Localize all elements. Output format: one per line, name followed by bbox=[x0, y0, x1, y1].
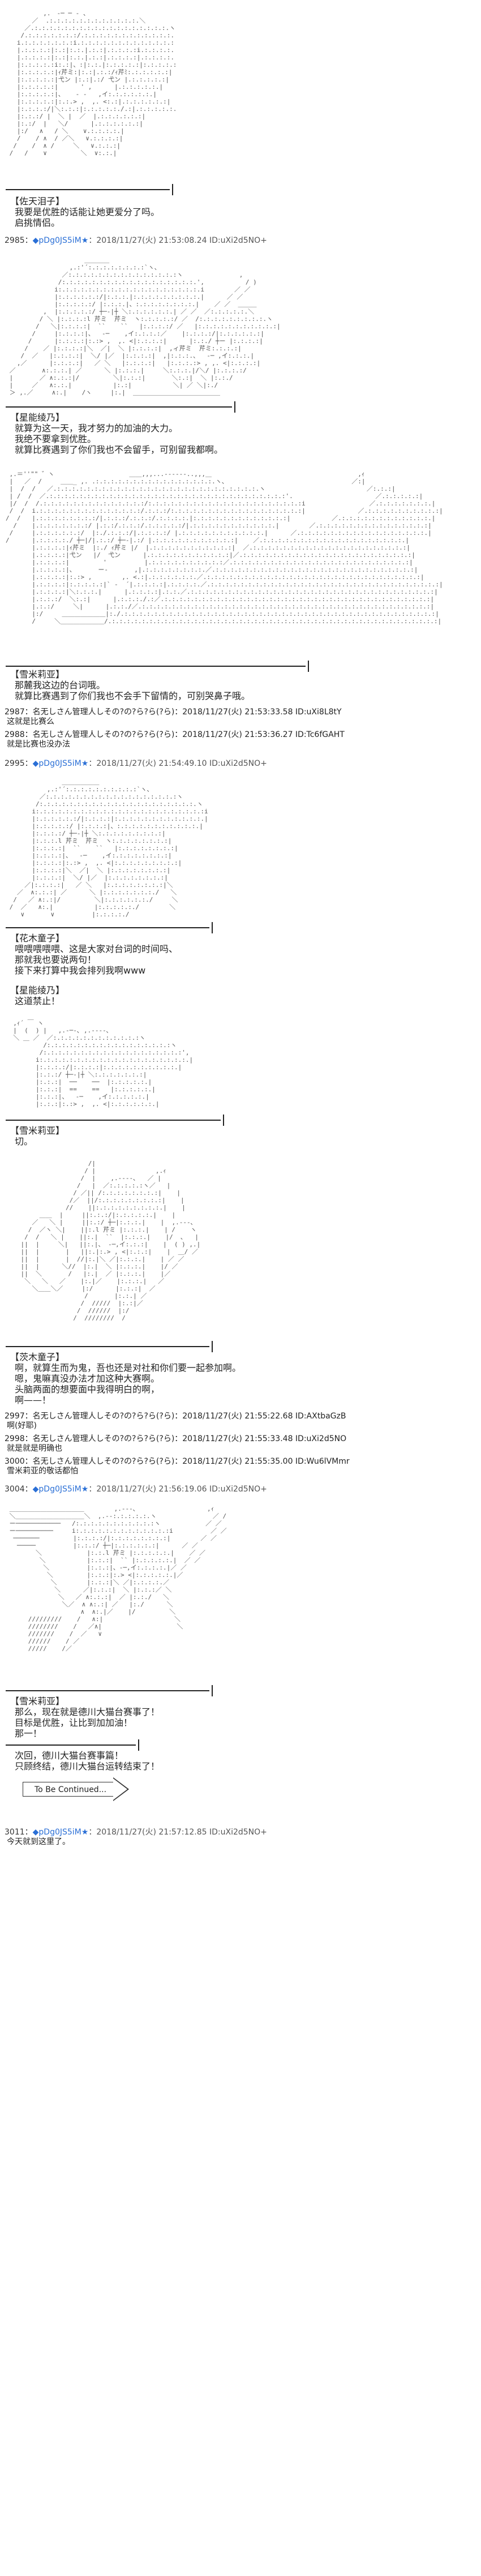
speech-block-3: 【雪米莉亚】 那麓我这边的台词哦。 就算比赛遇到了你们我也不会手下留情的，可别哭… bbox=[10, 669, 250, 701]
divider-rule-3 bbox=[6, 661, 309, 672]
divider-rule-4 bbox=[6, 922, 213, 933]
speech-line: 啊——！ bbox=[15, 1395, 51, 1405]
reply-meta[interactable]: 2987：名无しさん管理人しその?の?ら?ら(?ら)：2018/11/27(火)… bbox=[5, 708, 342, 717]
speech-block-8: 【雪米莉亚】 那么，现在就是德川大猫台赛事了！ 目标是优胜，让比到加加油！ 那一… bbox=[10, 1696, 160, 1739]
star-icon: ★ bbox=[81, 1485, 89, 1494]
speech-line: 这道禁止！ bbox=[15, 996, 61, 1006]
reply-body: 今天就到这里了。 bbox=[7, 1837, 70, 1846]
reply-meta[interactable]: 3000：名无しさん管理人しその?の?ら?ら(?ら)：2018/11/27(火)… bbox=[5, 1457, 350, 1466]
reply-body: 就是就是明确也 bbox=[7, 1444, 62, 1453]
ascii-art-5: ,ｨ´ ￣ ヽ | ( ) | ,.-─-､ ,.-‐‐-､ ＼ ＿ ／ ／:.… bbox=[13, 1019, 194, 1108]
speech-line: 就算比赛遇到了你们我也不会留手，可别留我都啊。 bbox=[15, 444, 224, 455]
speech-block-1: 【佐天泪子】 我要是优胜的话能让她更爱分了吗。 启挑情侣。 bbox=[10, 196, 160, 228]
speaker-name: 【佐天泪子】 bbox=[10, 196, 65, 207]
divider-rule-2 bbox=[6, 401, 235, 413]
post-number[interactable]: 2985： bbox=[5, 236, 33, 245]
speech-block-2: 【星能绫乃】 就算为这一天，我才努力的加油的大力。 我绝不要拿到优胜。 就算比赛… bbox=[10, 412, 223, 455]
speech-line: 就算为这一天，我才努力的加油的大力。 bbox=[15, 423, 178, 434]
reply-post: 2997：名无しさん管理人しその?の?ら?ら(?ら)：2018/11/27(火)… bbox=[5, 1412, 346, 1431]
speech-block-4: 【花木童子】 喂喂喂喂喂、这是大家对台词的时间吗、 那就我也要说两句！ 接下来打… bbox=[10, 933, 178, 976]
reply-body: 啊(好耶) bbox=[7, 1421, 37, 1430]
post-header: 2985：◆pDg0JS5iM★：2018/11/27(火) 21:53:08.… bbox=[5, 234, 267, 246]
reply-body: 雪米莉亚的敬话都怕 bbox=[7, 1467, 78, 1476]
speech-line: 头脑两面的想要面中我得明白的啊， bbox=[15, 1384, 160, 1395]
speech-line: 我要是优胜的话能让她更爱分了吗。 bbox=[15, 207, 160, 217]
reply-body: 就是比赛也没办法 bbox=[7, 740, 70, 749]
ascii-art-1: ,. -─ ─ - 、 ／ .:.:.:.:.:.:.:.:.:.:.:.:.＼… bbox=[9, 10, 175, 157]
post-meta: ：2018/11/27(火) 21:54:49.10 ID:uXi2d5NO+ bbox=[88, 759, 267, 768]
star-icon: ★ bbox=[81, 1828, 89, 1837]
speech-line: 就算比赛遇到了你们我也不会手下留情的，可别哭鼻子哦。 bbox=[15, 691, 251, 701]
speaker-name: 【雪米莉亚】 bbox=[10, 1125, 65, 1136]
divider-rule-6 bbox=[6, 1341, 213, 1352]
to-be-continued-arrow: To Be Continued... bbox=[23, 1777, 129, 1801]
ascii-art-2: ＿＿＿＿ ,.:'´:.:.:.:.:.:.:.:`ヽ、 ／:.:.:.:.:.… bbox=[9, 256, 281, 396]
star-icon: ★ bbox=[81, 759, 89, 768]
poster-name[interactable]: ◆pDg0JS5iM bbox=[32, 759, 81, 768]
speech-line: 我绝不要拿到优胜。 bbox=[15, 434, 97, 444]
speech-line: 那就我也要说两句！ bbox=[15, 954, 97, 965]
post-number[interactable]: 3011： bbox=[5, 1828, 33, 1837]
speaker-name: 【雪米莉亚】 bbox=[10, 1696, 65, 1707]
poster-name[interactable]: ◆pDg0JS5iM bbox=[32, 236, 81, 245]
post-meta: ：2018/11/27(火) 21:53:08.24 ID:uXi2d5NO+ bbox=[88, 236, 267, 245]
reply-meta[interactable]: 2988：名无しさん管理人しその?の?ら?ら(?ら)：2018/11/27(火)… bbox=[5, 730, 345, 739]
post-header: 3004：◆pDg0JS5iM★：2018/11/27(火) 21:56:19.… bbox=[5, 1483, 267, 1494]
speech-line: 接下来打算中我会排列我啊www bbox=[15, 965, 146, 976]
speech-block-7: 【茨木童子】 啊，就算生而为鬼，吾也还是对社和你们要一起参加啊。 嗯，鬼嘛真没办… bbox=[10, 1352, 241, 1405]
speech-line: 启挑情侣。 bbox=[15, 217, 61, 228]
post-meta: ：2018/11/27(火) 21:56:19.06 ID:uXi2d5NO+ bbox=[88, 1485, 267, 1494]
poster-name[interactable]: ◆pDg0JS5iM bbox=[32, 1828, 81, 1837]
post-number[interactable]: 3004： bbox=[5, 1485, 33, 1494]
ascii-art-7: ＿＿＿＿＿＿＿＿＿＿＿＿ ,.-‐-､ ,ｨ ＼＿＿＿＿＿＿＿＿＿＿＿＼ ,.-… bbox=[9, 1505, 227, 1652]
speaker-name: 【星能绫乃】 bbox=[10, 412, 65, 423]
reply-post: 2987：名无しさん管理人しその?の?ら?ら(?ら)：2018/11/27(火)… bbox=[5, 708, 342, 727]
speech-line: 那一！ bbox=[15, 1728, 42, 1739]
reply-post: 2998：名无しさん管理人しその?の?ら?ら(?ら)：2018/11/27(火)… bbox=[5, 1434, 346, 1454]
speech-line: 嗯，鬼嘛真没办法才加这种大赛啊。 bbox=[15, 1373, 160, 1384]
divider-rule-7 bbox=[6, 1685, 213, 1696]
ascii-art-6: /| / | ,.ｨ / | ,.-‐‐-､ ／ | / | ／:.:.:.:.… bbox=[20, 1160, 201, 1322]
speech-line: 次回，德川大猫台赛事篇！ bbox=[15, 1750, 124, 1761]
post-number[interactable]: 2995： bbox=[5, 759, 33, 768]
speech-line: 目标是优胜，让比到加加油！ bbox=[15, 1717, 133, 1728]
speech-line: 只顾终结，德川大猫台运转结束了！ bbox=[15, 1761, 160, 1772]
divider-rule-8 bbox=[6, 1739, 139, 1751]
reply-post: 2988：名无しさん管理人しその?の?ら?ら(?ら)：2018/11/27(火)… bbox=[5, 730, 345, 749]
post-meta: ：2018/11/27(火) 21:57:12.85 ID:uXi2d5NO+ bbox=[88, 1828, 267, 1837]
poster-name[interactable]: ◆pDg0JS5iM bbox=[32, 1485, 81, 1494]
reply-meta[interactable]: 2997：名无しさん管理人しその?の?ら?ら(?ら)：2018/11/27(火)… bbox=[5, 1412, 346, 1421]
divider-rule-5 bbox=[6, 1115, 224, 1126]
speech-line: 切。 bbox=[15, 1136, 33, 1147]
star-icon: ★ bbox=[81, 236, 89, 245]
speech-line: 那麓我这边的台词哦。 bbox=[15, 680, 106, 691]
speech-line: 啊，就算生而为鬼，吾也还是对社和你们要一起参加啊。 bbox=[15, 1362, 242, 1373]
speech-line: 那么，现在就是德川大猫台赛事了！ bbox=[15, 1707, 160, 1717]
ascii-art-3: ,.＝''"" ゛ヽ ＿＿,,,...-‐‐‐‐-..,,,＿ ,ｨ | ／ /… bbox=[6, 470, 443, 625]
speech-block-6: 【雪米莉亚】 切。 bbox=[10, 1125, 65, 1147]
reply-meta[interactable]: 2998：名无しさん管理人しその?の?ら?ら(?ら)：2018/11/27(火)… bbox=[5, 1434, 347, 1443]
speaker-name: 【茨木童子】 bbox=[10, 1352, 65, 1362]
reply-post: 今天就到这里了。 bbox=[5, 1837, 70, 1847]
to-be-continued-label: To Be Continued... bbox=[23, 1782, 113, 1797]
post-header: 3011：◆pDg0JS5iM★：2018/11/27(火) 21:57:12.… bbox=[5, 1826, 267, 1837]
speaker-name: 【雪米莉亚】 bbox=[10, 669, 65, 680]
divider-rule-1 bbox=[6, 184, 173, 195]
speaker-name: 【星能绫乃】 bbox=[10, 985, 65, 996]
speech-block-9: 次回，德川大猫台赛事篇！ 只顾终结，德川大猫台运转结束了！ bbox=[10, 1750, 160, 1772]
reply-post: 3000：名无しさん管理人しその?の?ら?ら(?ら)：2018/11/27(火)… bbox=[5, 1457, 350, 1476]
speaker-name: 【花木童子】 bbox=[10, 933, 65, 944]
speech-line: 喂喂喂喂喂、这是大家对台词的时间吗、 bbox=[15, 944, 178, 954]
reply-body: 这就是比赛么 bbox=[7, 717, 54, 726]
ascii-art-4: ＿＿＿＿＿＿ ,.:'´:.:.:.:.:.:.:.:.:.:`ヽ、 ／:.:.… bbox=[9, 778, 208, 919]
speech-block-5: 【星能绫乃】 这道禁止！ bbox=[10, 985, 65, 1006]
post-header: 2995：◆pDg0JS5iM★：2018/11/27(火) 21:54:49.… bbox=[5, 757, 267, 769]
